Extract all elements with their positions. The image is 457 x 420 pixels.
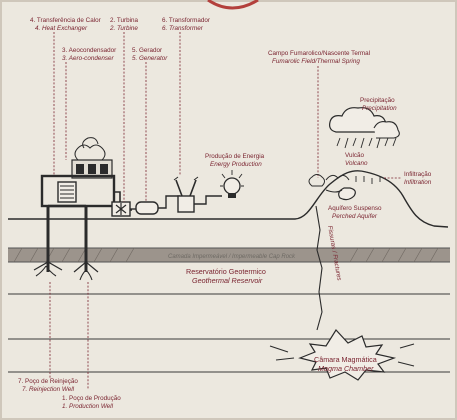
ground-surface [8, 170, 449, 228]
precipitation-label-pt: Precipitação [360, 97, 395, 104]
production-well [73, 206, 99, 281]
reinjection-well [33, 206, 63, 277]
cap-layer [8, 248, 450, 262]
rain-cloud-icon [329, 107, 400, 149]
reservoir-label-pt: Reservatório Geotermico [186, 267, 266, 276]
perched-aquifer-label-en: Perched Aquifer [332, 213, 378, 220]
turbine-label-pt: 2. Turbina [110, 17, 139, 24]
magma-chamber-label-pt: Câmara Magmática [314, 355, 377, 364]
production-well-label-en: 1. Production Well [62, 403, 114, 410]
magma-chamber-shape [298, 329, 397, 381]
production-well-label-pt: 1. Poço de Produção [62, 395, 121, 402]
energy-production-label-pt: Produção de Energia [205, 153, 265, 160]
fumarolic-label-pt: Campo Fumarolico/Nascente Termal [268, 50, 370, 57]
fracture-line [315, 205, 323, 331]
generator [135, 201, 159, 215]
light-bulb-icon [220, 170, 244, 198]
generator-label-pt: 5. Gerador [132, 47, 162, 54]
aero-condenser-label-pt: 3. Aeocondensador [62, 47, 116, 54]
heat-exchanger-label-pt: 4. Transferência de Calor [30, 17, 101, 24]
aero-condenser-label-en: 3. Aero-condenser [62, 55, 114, 62]
perched-aquifer-shape [338, 187, 356, 201]
cap-layer-label: Camada Impermeável / Impermeable Cap Roc… [168, 254, 296, 260]
turbine-label-en: 2. Turbine [109, 25, 138, 32]
volcano-label-pt: Vulcão [345, 152, 365, 159]
heat-exchanger [40, 174, 116, 208]
reinjection-well-label-en: 7. Reinjection Well [22, 386, 75, 393]
infiltration-label-en: Infiltration [404, 179, 432, 186]
perched-aquifer-label-pt: Aquífero Suspenso [328, 205, 382, 212]
transformer-label-pt: 6. Transformador [162, 17, 210, 24]
fumarolic-label-en: Fumarolic Field/Thermal Spring [272, 58, 360, 65]
heat-exchanger-label-en: 4. Heat Exchanger [35, 25, 88, 32]
reinjection-well-label-pt: 7. Poço de Reinjeção [18, 378, 78, 385]
transformer [173, 176, 199, 213]
reservoir-label-en: Geothermal Reservoir [192, 276, 263, 285]
magma-chamber-label-en: Magma Chamber [318, 364, 374, 373]
crater [325, 174, 350, 181]
transformer-label-en: 6. Transformer [162, 25, 204, 32]
infiltration-label-pt: Infiltração [404, 171, 432, 178]
aero-condenser-unit [71, 137, 113, 179]
energy-production-label-en: Energy Production [210, 161, 262, 168]
generator-label-en: 5. Generator [132, 55, 168, 62]
logo-arc [207, 0, 259, 10]
volcano-label-en: Volcano [345, 160, 368, 167]
precipitation-label-en: Precipitation [362, 105, 397, 112]
turbine [111, 201, 131, 217]
